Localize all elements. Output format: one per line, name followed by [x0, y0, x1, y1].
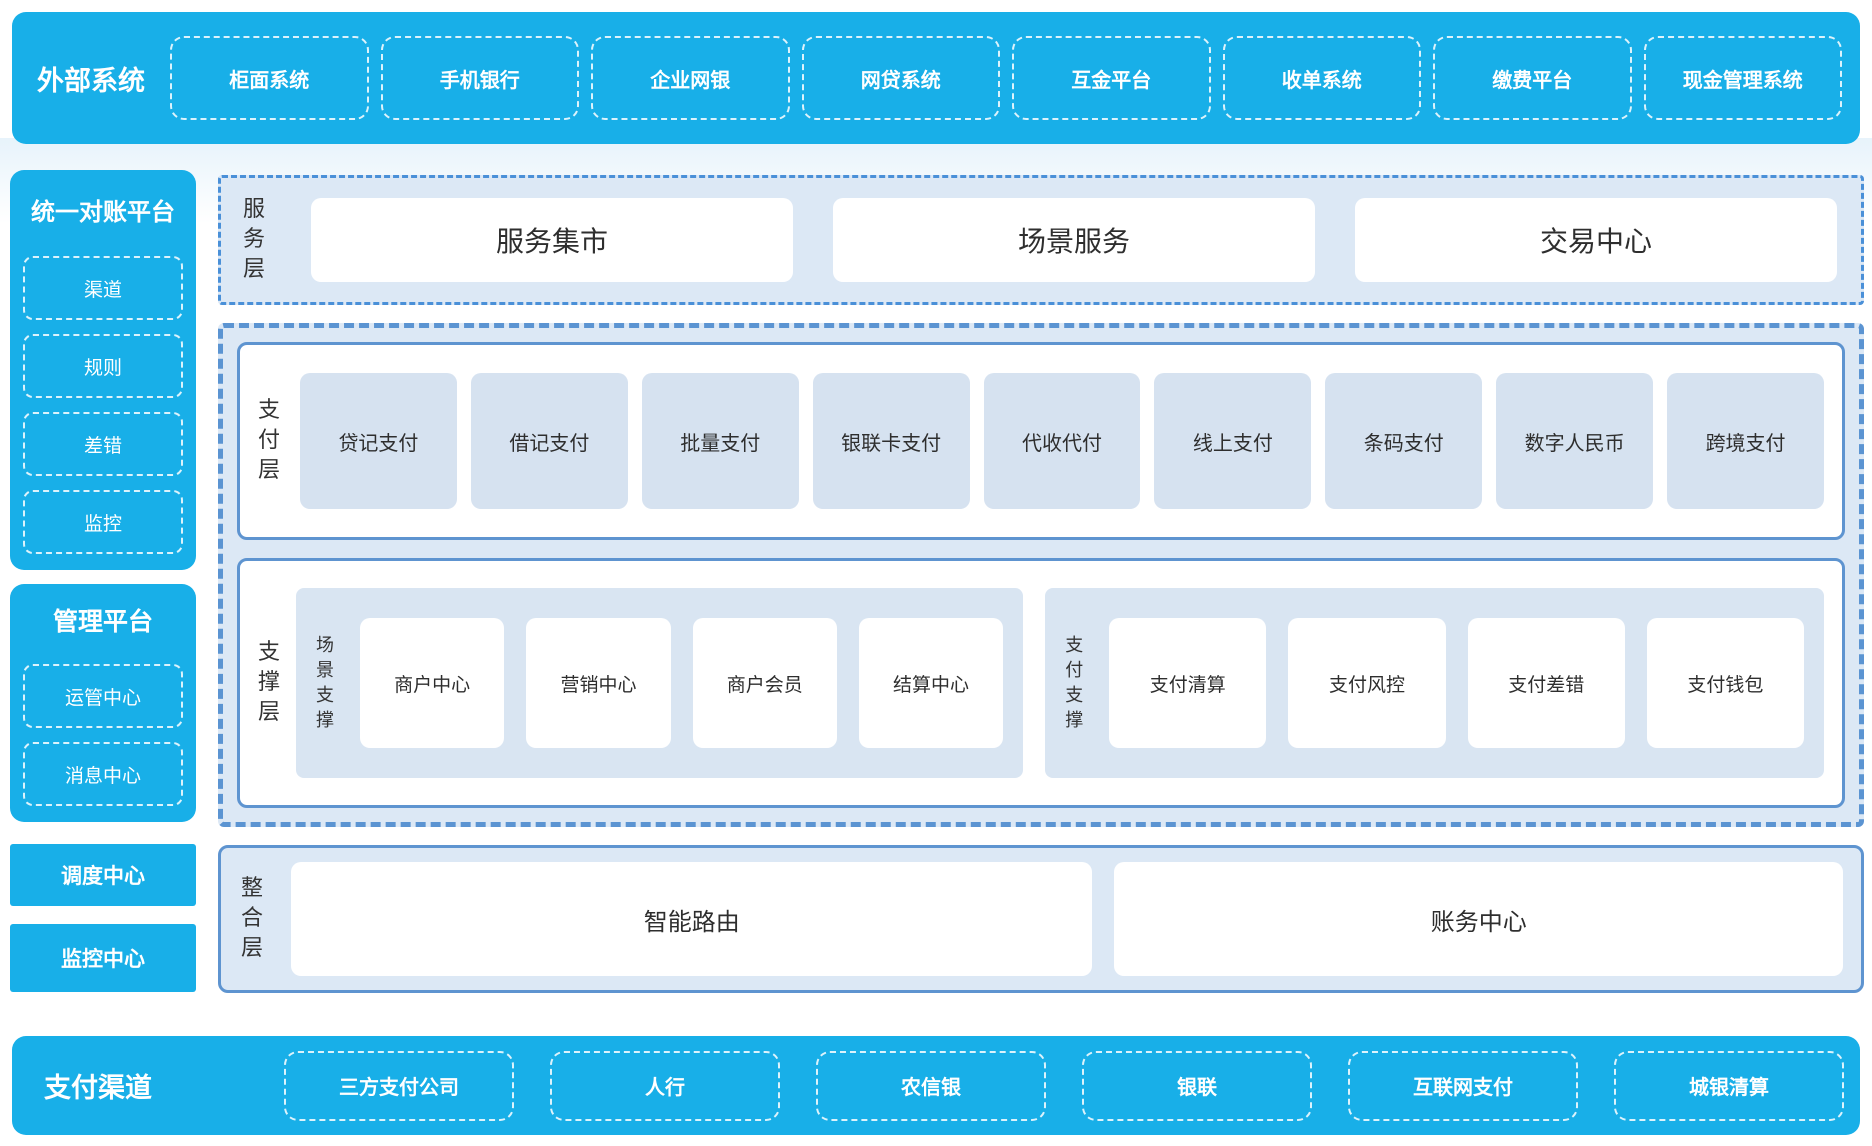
scene-support-label: 场景支撑 — [316, 634, 334, 732]
external-system-item: 缴费平台 — [1433, 36, 1632, 120]
integration-layer-label: 整合层 — [240, 876, 263, 961]
external-system-item: 互金平台 — [1012, 36, 1211, 120]
service-layer-label: 服务层 — [242, 197, 265, 282]
service-layer: 服务层 服务集市 场景服务 交易中心 — [218, 175, 1864, 305]
settlement-center-box: 结算中心 — [858, 618, 1004, 748]
payment-channel-item: 农信银 — [816, 1050, 1046, 1121]
support-layer: 支撑层 场景支撑 商户中心 营销中心 商户会员 结算中心 支付支撑 支付清算 支… — [237, 558, 1845, 808]
smart-routing-box: 智能路由 — [291, 862, 1093, 976]
external-system-item: 网贷系统 — [801, 36, 1000, 120]
payment-item: 跨境支付 — [1667, 373, 1825, 509]
external-systems-title: 外部系统 — [37, 65, 145, 97]
payment-item: 线上支付 — [1154, 373, 1312, 509]
payment-channel-item: 银联 — [1082, 1050, 1312, 1121]
reconcile-item-channel: 渠道 — [23, 256, 183, 320]
service-market-box: 服务集市 — [311, 198, 793, 282]
manage-platform-title: 管理平台 — [52, 607, 153, 636]
payment-layer: 支付层 贷记支付 借记支付 批量支付 银联卡支付 代收代付 线上支付 条码支付 … — [237, 342, 1845, 540]
monitor-center-box: 监控中心 — [10, 924, 196, 992]
payment-clearing-box: 支付清算 — [1109, 618, 1267, 748]
main-area: 服务层 服务集市 场景服务 交易中心 支付层 贷记支付 借记支付 批量支付 银联… — [218, 175, 1864, 993]
payment-layer-label: 支付层 — [257, 398, 280, 483]
external-system-item: 企业网银 — [591, 36, 790, 120]
external-system-item: 现金管理系统 — [1643, 36, 1842, 120]
payment-wallet-box: 支付钱包 — [1646, 618, 1804, 748]
payment-support-frame: 支付层 贷记支付 借记支付 批量支付 银联卡支付 代收代付 线上支付 条码支付 … — [218, 323, 1864, 827]
payment-item: 数字人民币 — [1496, 373, 1654, 509]
scene-support-group: 场景支撑 商户中心 营销中心 商户会员 结算中心 — [296, 588, 1024, 778]
payment-risk-box: 支付风控 — [1288, 618, 1446, 748]
payment-item: 借记支付 — [470, 373, 628, 509]
payment-channels-banner: 支付渠道 三方支付公司 人行 农信银 银联 互联网支付 城银清算 — [12, 1036, 1860, 1135]
sidebar: 统一对账平台 渠道 规则 差错 监控 管理平台 运管中心 消息中心 调度中心 监… — [10, 170, 196, 992]
manage-item-operations-center: 运管中心 — [23, 664, 183, 728]
reconcile-item-rules: 规则 — [23, 334, 183, 398]
payment-channels-title: 支付渠道 — [44, 1073, 152, 1104]
reconcile-item-errors: 差错 — [23, 412, 183, 476]
merchant-member-box: 商户会员 — [692, 618, 837, 748]
payment-item: 贷记支付 — [300, 373, 457, 509]
payment-channel-item: 互联网支付 — [1348, 1050, 1578, 1121]
payment-channel-item: 人行 — [550, 1050, 780, 1121]
manage-platform-panel: 管理平台 运管中心 消息中心 — [10, 584, 196, 822]
payment-item: 银联卡支付 — [812, 373, 970, 509]
manage-item-message-center: 消息中心 — [23, 742, 183, 806]
external-systems-items: 柜面系统 手机银行 企业网银 网贷系统 互金平台 收单系统 缴费平台 现金管理系… — [170, 36, 1842, 120]
payment-error-box: 支付差错 — [1467, 618, 1625, 748]
trade-center-box: 交易中心 — [1355, 198, 1837, 282]
support-groups: 场景支撑 商户中心 营销中心 商户会员 结算中心 支付支撑 支付清算 支付风控 … — [296, 588, 1824, 778]
payment-channel-item: 城银清算 — [1614, 1050, 1844, 1121]
reconcile-platform-title: 统一对账平台 — [31, 197, 175, 226]
merchant-center-box: 商户中心 — [360, 618, 505, 748]
marketing-center-box: 营销中心 — [526, 618, 671, 748]
payment-item: 批量支付 — [641, 373, 799, 509]
external-systems-banner: 外部系统 柜面系统 手机银行 企业网银 网贷系统 互金平台 收单系统 缴费平台 … — [12, 12, 1860, 144]
integration-layer: 整合层 智能路由 账务中心 — [218, 845, 1864, 993]
external-system-item: 手机银行 — [380, 36, 579, 120]
payment-channel-item: 三方支付公司 — [284, 1050, 514, 1121]
payment-channel-items: 三方支付公司 人行 农信银 银联 互联网支付 城银清算 — [284, 1050, 1844, 1121]
payment-support-label: 支付支撑 — [1065, 634, 1084, 732]
payment-item: 条码支付 — [1325, 373, 1483, 509]
accounting-center-box: 账务中心 — [1114, 862, 1843, 976]
external-system-item: 柜面系统 — [170, 36, 369, 120]
reconcile-item-monitor: 监控 — [23, 490, 183, 554]
reconcile-platform-panel: 统一对账平台 渠道 规则 差错 监控 — [10, 170, 196, 570]
support-layer-label: 支撑层 — [257, 640, 280, 725]
external-system-item: 收单系统 — [1222, 36, 1421, 120]
payment-item: 代收代付 — [983, 373, 1141, 509]
payment-support-group: 支付支撑 支付清算 支付风控 支付差错 支付钱包 — [1045, 588, 1824, 778]
scene-service-box: 场景服务 — [833, 198, 1315, 282]
dispatch-center-box: 调度中心 — [10, 844, 196, 906]
